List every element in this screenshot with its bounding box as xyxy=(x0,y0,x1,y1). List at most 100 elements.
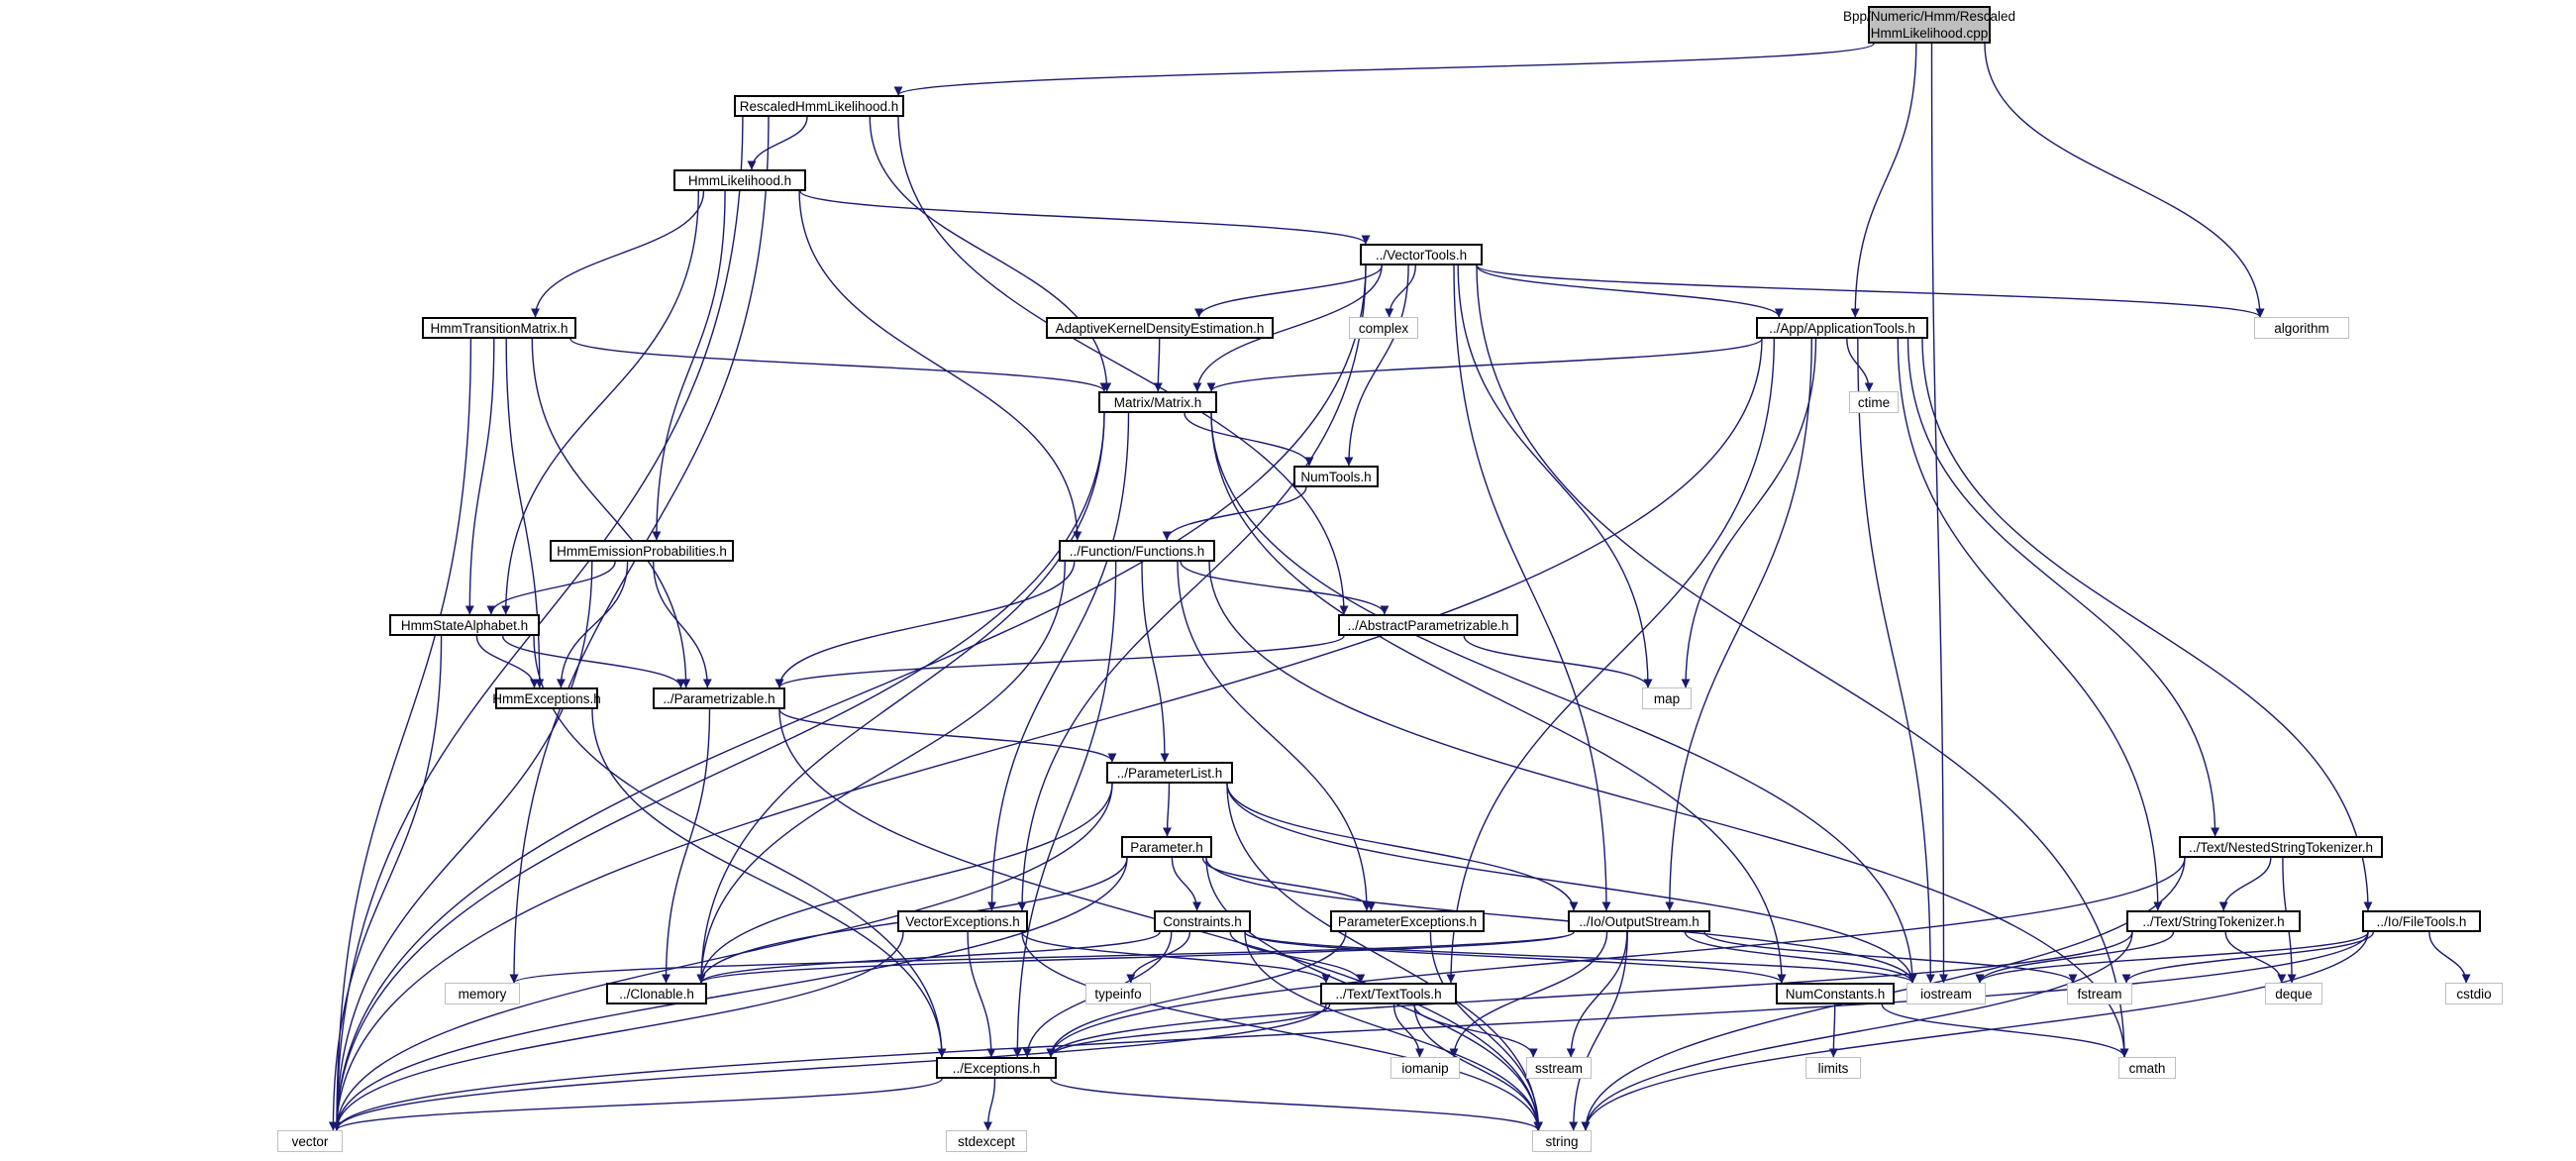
node-typeinfo: typeinfo xyxy=(1085,983,1151,1004)
node-hmm-likelihood[interactable]: HmmLikelihood.h xyxy=(673,169,806,191)
edge-akde-to-matrix xyxy=(1153,338,1163,392)
edge-vexc-to-vector xyxy=(332,931,904,1131)
edge-texttools-to-string xyxy=(1413,1003,1543,1131)
node-hmm-state-alphabet[interactable]: HmmStateAlphabet.h xyxy=(389,614,540,636)
node-vector: vector xyxy=(277,1130,343,1152)
edge-apptools-to-nst xyxy=(1906,338,2220,837)
node-hmm-exceptions[interactable]: HmmExceptions.h xyxy=(492,687,601,709)
edge-root-to-apptools xyxy=(1850,43,1917,318)
node-string-tokenizer[interactable]: ../Text/StringTokenizer.h xyxy=(2126,910,2301,932)
edge-hsa-to-exceptions xyxy=(533,635,947,1058)
edge-parameter-to-iostream xyxy=(1205,857,1917,984)
edge-constraints-to-texttools xyxy=(1229,931,1366,984)
node-vector-tools[interactable]: ../VectorTools.h xyxy=(1360,244,1483,265)
edge-stok-to-iostream xyxy=(1975,931,2175,984)
edge-stok-to-string xyxy=(1581,931,2133,1131)
node-parametrizable[interactable]: ../Parametrizable.h xyxy=(653,687,785,709)
node-hmm-emission-probabilities[interactable]: HmmEmissionProbabilities.h xyxy=(550,540,734,562)
edge-htm-to-matrix xyxy=(569,338,1109,392)
edge-functions-to-plist xyxy=(1141,561,1170,763)
node-rescaled-hmm-likelihood[interactable]: RescaledHmmLikelihood.h xyxy=(734,95,904,117)
edge-plist-to-ostream xyxy=(1226,783,1579,911)
node-ctime: ctime xyxy=(1849,391,1899,413)
node-root[interactable]: Bpp/Numeric/Hmm/Rescaled HmmLikelihood.c… xyxy=(1843,6,2015,44)
edge-pexc-to-exceptions xyxy=(1046,931,1347,1058)
edge-filetools-to-iostream xyxy=(1975,931,2369,984)
edge-texttools-to-iomanip xyxy=(1392,1003,1424,1058)
edge-ostream-to-memory xyxy=(509,931,1575,984)
edge-nst-to-exceptions xyxy=(1046,857,2186,1058)
edge-ostream-to-fstream xyxy=(1703,931,2078,984)
edge-vexc-to-texttools xyxy=(1021,931,1331,984)
node-output-stream[interactable]: ../Io/OutputStream.h xyxy=(1568,910,1710,932)
edge-apptools-to-stok xyxy=(1897,338,2163,911)
edge-exceptions-to-stdexcept xyxy=(983,1078,996,1131)
node-stdexcept: stdexcept xyxy=(946,1130,1027,1152)
node-sstream: sstream xyxy=(1526,1057,1592,1079)
node-abstract-parametrizable[interactable]: ../AbstractParametrizable.h xyxy=(1338,614,1518,636)
edge-vexc-to-string xyxy=(1021,931,1543,1131)
edge-plist-to-iostream xyxy=(1226,783,1917,984)
node-parameter-list[interactable]: ../ParameterList.h xyxy=(1106,762,1233,784)
node-file-tools[interactable]: ../Io/FileTools.h xyxy=(2362,910,2481,932)
edge-root-to-algorithm xyxy=(1984,43,2265,318)
edge-texttools-to-sstream xyxy=(1413,1003,1538,1058)
edge-hl-to-functions xyxy=(798,190,1082,541)
node-cstdio: cstdio xyxy=(2445,983,2503,1004)
node-clonable[interactable]: ../Clonable.h xyxy=(606,983,707,1004)
node-algorithm: algorithm xyxy=(2254,317,2349,339)
edge-filetools-to-vector xyxy=(332,931,2369,1131)
edge-rhl-to-absparam xyxy=(897,116,1349,615)
edge-vt-to-algorithm xyxy=(1476,264,2265,318)
node-vector-exceptions[interactable]: VectorExceptions.h xyxy=(897,910,1028,932)
node-iomanip: iomanip xyxy=(1391,1057,1460,1079)
node-nested-string-tokenizer[interactable]: ../Text/NestedStringTokenizer.h xyxy=(2179,836,2383,858)
edge-filetools-to-string xyxy=(1581,931,2369,1131)
edge-ostream-to-clonable xyxy=(696,931,1575,984)
edge-matrix-to-vector xyxy=(332,412,1105,1131)
node-exceptions[interactable]: ../Exceptions.h xyxy=(936,1057,1057,1079)
edge-parameter-to-constraints xyxy=(1171,857,1202,911)
node-parameter-exceptions[interactable]: ParameterExceptions.h xyxy=(1330,910,1485,932)
edge-rhl-to-matrix xyxy=(869,116,1112,392)
node-num-tools[interactable]: NumTools.h xyxy=(1293,466,1379,487)
edge-stok-to-exceptions xyxy=(1046,931,2133,1058)
edge-matrix-to-numtools xyxy=(1184,412,1314,467)
edge-filetools-to-fstream xyxy=(2121,931,2374,984)
node-adaptive-kernel-density-estimation[interactable]: AdaptiveKernelDensityEstimation.h xyxy=(1046,317,1274,339)
edge-functions-to-exceptions xyxy=(1012,561,1117,1058)
node-parameter[interactable]: Parameter.h xyxy=(1121,836,1212,858)
node-hmm-transition-matrix[interactable]: HmmTransitionMatrix.h xyxy=(422,317,576,339)
edge-filetools-to-cstdio xyxy=(2428,931,2471,984)
node-functions[interactable]: ../Function/Functions.h xyxy=(1059,540,1215,562)
edge-nst-to-stok xyxy=(2218,857,2272,911)
edge-apptools-to-vector xyxy=(332,338,1763,1131)
edge-hl-to-hep xyxy=(652,190,726,541)
edge-vexc-to-exceptions xyxy=(967,931,996,1058)
edge-pexc-to-string xyxy=(1429,931,1544,1131)
edge-vt-to-vector xyxy=(332,264,1367,1131)
node-deque: deque xyxy=(2265,983,2322,1004)
edge-hep-to-hsa xyxy=(486,561,616,615)
edge-hep-to-hexc xyxy=(556,561,629,688)
edge-htm-to-hsa xyxy=(464,338,495,615)
node-iostream: iostream xyxy=(1906,983,1986,1004)
edge-matrix-to-iostream xyxy=(1210,412,1917,984)
edge-constraints-to-clonable xyxy=(696,931,1161,984)
node-text-tools[interactable]: ../Text/TextTools.h xyxy=(1320,983,1457,1004)
edge-apptools-to-ostream xyxy=(1665,338,1812,911)
node-matrix[interactable]: Matrix/Matrix.h xyxy=(1098,391,1217,413)
edge-param-to-plist xyxy=(778,708,1117,763)
node-num-constants[interactable]: NumConstants.h xyxy=(1776,983,1895,1004)
edge-numtools-to-functions xyxy=(1162,486,1307,541)
edge-functions-to-param xyxy=(774,561,1076,688)
edge-numconst-to-cmath xyxy=(1881,1003,2129,1058)
edge-exceptions-to-vector xyxy=(332,1078,943,1131)
edge-texttools-to-exceptions xyxy=(1046,1003,1331,1058)
node-application-tools[interactable]: ../App/ApplicationTools.h xyxy=(1756,317,1928,339)
node-constraints[interactable]: Constraints.h xyxy=(1154,910,1251,932)
edge-hl-to-htm xyxy=(531,190,705,318)
edge-plist-to-vector xyxy=(332,783,1113,1131)
